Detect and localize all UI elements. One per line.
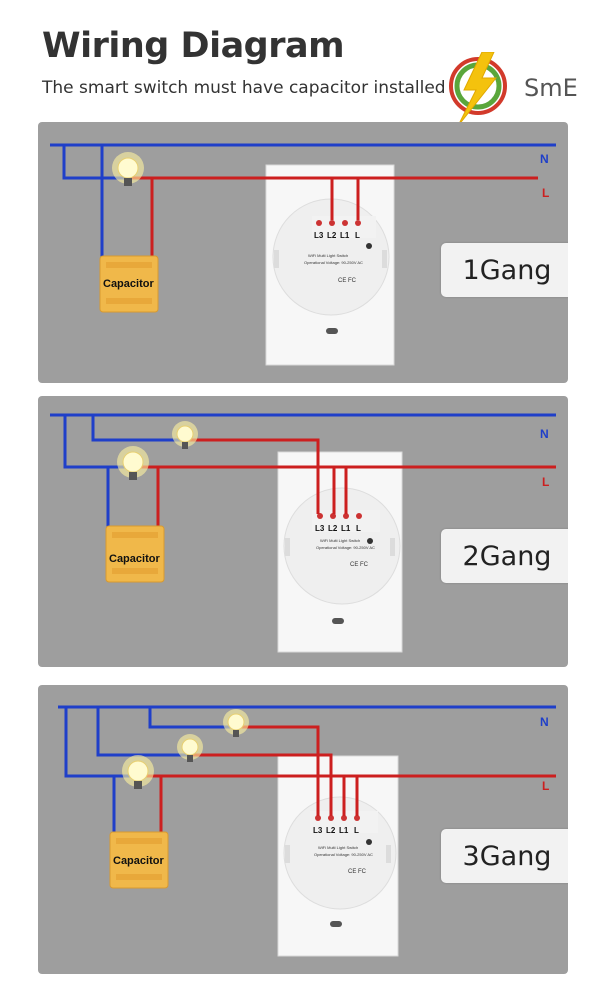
wiring-diagram-2gang: WiFi Multi Light Switch Operational Volt… <box>50 413 556 653</box>
gang-label-2: 2Gang <box>441 529 568 583</box>
terminal-label-l1: L1 <box>340 231 350 240</box>
neutral-line-label: N <box>540 427 549 441</box>
light-bulb-icon <box>177 734 203 762</box>
terminal-label-l1: L1 <box>341 524 351 533</box>
live-line-label: L <box>542 186 549 200</box>
terminal-screw <box>315 815 321 821</box>
switch-notch <box>285 845 290 863</box>
switch-product-text: WiFi Multi Light Switch <box>318 845 358 850</box>
terminal-screw <box>329 220 335 226</box>
terminal-screw <box>316 220 322 226</box>
capacitor-label: Capacitor <box>103 278 154 290</box>
terminal-screw <box>343 513 349 519</box>
switch-notch <box>285 538 290 556</box>
terminal-screw <box>366 243 372 249</box>
live-line-label: L <box>542 779 549 793</box>
terminal-block <box>312 510 380 532</box>
terminal-screw <box>366 839 372 845</box>
wiring-panel-2gang: WiFi Multi Light Switch Operational Volt… <box>38 396 568 667</box>
gang-label-1: 1Gang <box>441 243 568 297</box>
light-bulb-icon <box>172 421 198 449</box>
terminal-label-l1: L1 <box>339 826 349 835</box>
load-wire-l3 <box>234 725 320 816</box>
capacitor-label: Capacitor <box>113 855 164 867</box>
switch-clip <box>326 328 338 334</box>
terminal-label-l2: L2 <box>328 524 338 533</box>
switch-notch <box>274 250 279 268</box>
gang-label-3: 3Gang <box>441 829 568 883</box>
switch-notch <box>386 845 391 863</box>
page-subtitle: The smart switch must have capacitor ins… <box>42 78 446 98</box>
neutral-branch <box>91 415 183 442</box>
logo-bolt-icon <box>457 52 498 127</box>
switch-clip <box>332 618 344 624</box>
neutral-line-label: N <box>540 152 549 166</box>
terminal-screw <box>341 815 347 821</box>
neutral-line-label: N <box>540 715 549 729</box>
capacitor: Capacitor <box>99 255 159 313</box>
capacitor-label: Capacitor <box>109 553 160 565</box>
capacitor: Capacitor <box>109 831 169 889</box>
terminal-screw <box>342 220 348 226</box>
switch-spec-text: Operational Voltage: 90-250V AC <box>316 545 375 550</box>
brand-logo: SmE <box>449 52 578 127</box>
switch-ce-text: CE FC <box>350 562 369 568</box>
terminal-block <box>310 811 378 833</box>
terminal-label-l3: L3 <box>314 231 324 240</box>
switch-notch <box>382 250 387 268</box>
wiring-diagram-1gang: WiFi Multi Light Switch Operational Volt… <box>50 143 556 366</box>
switch-product-text: WiFi Multi Light Switch <box>320 538 360 543</box>
terminal-screw <box>355 220 361 226</box>
terminal-screw <box>330 513 336 519</box>
wiring-panel-3gang: WiFi Multi Light Switch Operational Volt… <box>38 685 568 974</box>
light-bulb-icon <box>122 755 154 789</box>
switch-spec-text: Operational Voltage: 90-250V AC <box>304 260 363 265</box>
terminal-label-l3: L3 <box>313 826 323 835</box>
load-wire-l2 <box>183 438 320 514</box>
switch-spec-text: Operational Voltage: 90-250V AC <box>314 852 373 857</box>
switch-notch <box>390 538 395 556</box>
switch-ce-text: CE FC <box>348 869 367 875</box>
wiring-diagram-3gang: WiFi Multi Light Switch Operational Volt… <box>58 705 556 957</box>
switch-product-text: WiFi Multi Light Switch <box>308 253 348 258</box>
load-wire-l1 <box>126 176 334 220</box>
neutral-branch <box>96 707 188 757</box>
switch-clip <box>330 921 342 927</box>
switch-ce-text: CE FC <box>338 278 357 284</box>
load-wire-l2 <box>188 753 333 816</box>
light-bulb-icon <box>112 152 144 186</box>
brand-name: SmE <box>524 74 578 102</box>
live-line-label: L <box>542 475 549 489</box>
logo-ring-outer <box>449 57 507 115</box>
terminal-label-l3: L3 <box>315 524 325 533</box>
neutral-branch <box>62 145 126 180</box>
terminal-label-l: L <box>355 231 360 240</box>
terminal-screw <box>367 538 373 544</box>
terminal-screw <box>317 513 323 519</box>
terminal-screw <box>354 815 360 821</box>
terminal-screw <box>328 815 334 821</box>
terminal-label-l2: L2 <box>326 826 336 835</box>
terminal-label-l: L <box>356 524 361 533</box>
terminal-label-l: L <box>354 826 359 835</box>
terminal-screw <box>356 513 362 519</box>
neutral-branch <box>148 707 234 729</box>
terminal-label-l2: L2 <box>327 231 337 240</box>
page-title: Wiring Diagram <box>42 26 345 66</box>
light-bulb-icon <box>223 709 249 737</box>
capacitor: Capacitor <box>105 525 165 583</box>
wiring-panel-1gang: WiFi Multi Light Switch Operational Volt… <box>38 122 568 383</box>
light-bulb-icon <box>117 446 149 480</box>
